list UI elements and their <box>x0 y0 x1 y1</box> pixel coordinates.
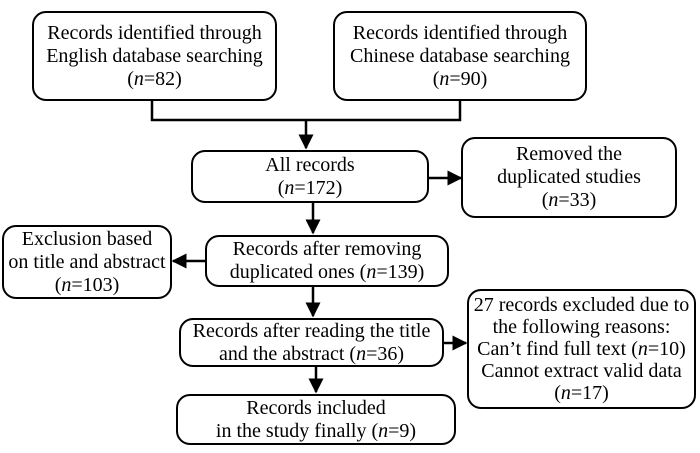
node-all-records: All records(n=172) <box>191 150 429 203</box>
node-text-line: Records identified through <box>47 21 262 44</box>
merge-connector <box>150 100 462 122</box>
node-text-line: (n=172) <box>277 176 343 199</box>
node-text-line: Records after removing <box>232 238 422 260</box>
node-text-line: Records identified through <box>352 21 568 44</box>
node-text-line: duplicated ones (n=139) <box>229 261 425 283</box>
node-text-line: Can’t find full text (n=10) <box>477 338 686 360</box>
node-text-line: Exclusion based <box>21 227 153 250</box>
node-text-line: (n=17) <box>554 382 609 404</box>
node-text-line: and the abstract (n=36) <box>218 342 405 365</box>
node-text-line: on title and abstract <box>8 250 166 273</box>
node-text-line: duplicated studies <box>497 166 641 188</box>
node-text-line: (n=33) <box>541 189 597 211</box>
node-text-line: Removed the <box>515 143 623 165</box>
node-text-line: the following reasons: <box>492 316 671 338</box>
node-text-line: Cannot extract valid data <box>481 360 682 382</box>
node-text-line: Chinese database searching <box>350 44 570 67</box>
node-text-line: in the study finally (n=9) <box>215 419 417 442</box>
node-text-line: Records after reading the title <box>192 319 431 342</box>
node-text-line: (n=82) <box>127 67 182 90</box>
node-text-line: (n=103) <box>54 273 120 296</box>
node-text-line: (n=90) <box>432 67 488 90</box>
node-text-line: 27 records excluded due to <box>473 294 690 316</box>
node-text-line: Records included <box>246 396 386 419</box>
node-text-line: English database searching <box>46 44 263 67</box>
node-text-line: All records <box>265 153 355 176</box>
